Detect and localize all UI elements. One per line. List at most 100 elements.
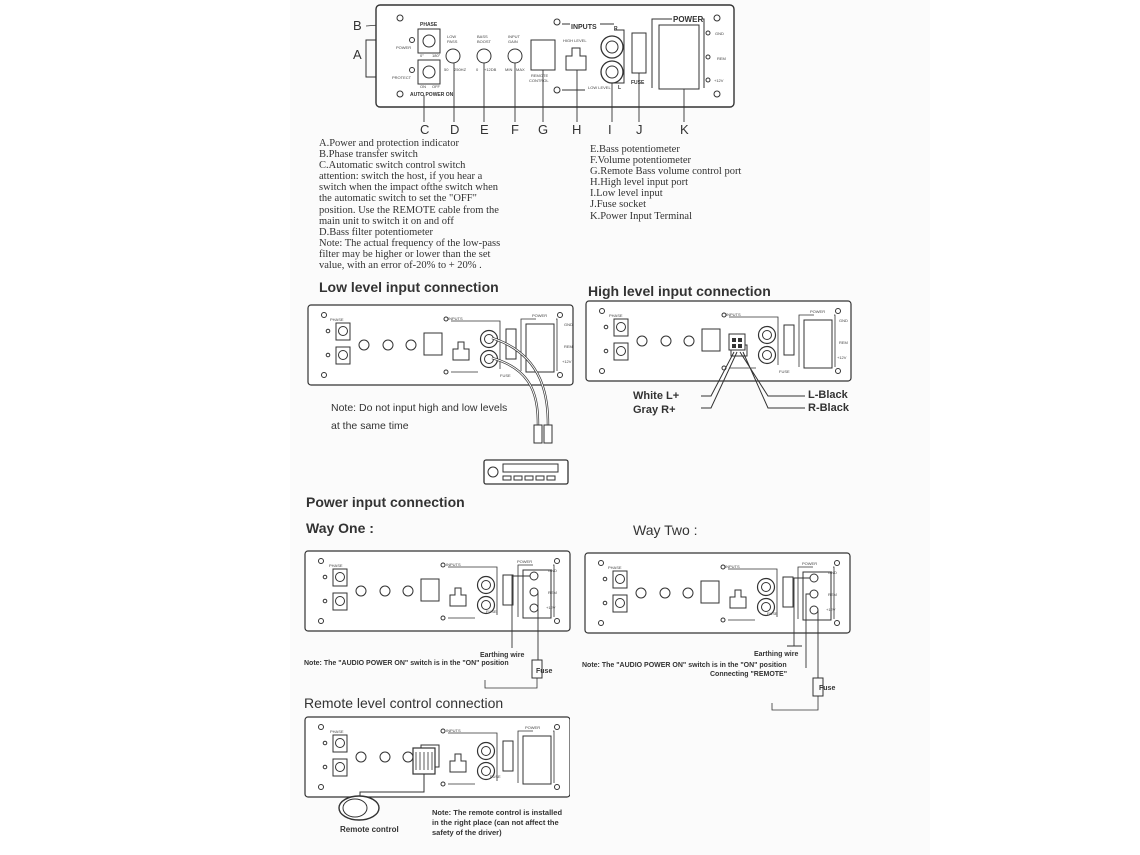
svg-text:INPUTS: INPUTS [726, 312, 741, 317]
callout-k: K [680, 122, 689, 137]
protect-led [409, 67, 415, 73]
phase-label: PHASE [420, 22, 438, 28]
way-one-label: Way One : [306, 520, 374, 536]
high-level-port [565, 47, 587, 71]
auto-power-on-label: AUTO POWER ON [410, 92, 454, 98]
svg-text:+12DB: +12DB [484, 67, 497, 72]
way-two-diagram: PHASE INPUTS POWER GND REM +12V FUSE [584, 552, 851, 711]
svg-text:PHASE: PHASE [608, 565, 622, 570]
remote-note-2: in the right place (can not affect the [432, 818, 559, 827]
white-l-label: White L+ [633, 390, 680, 402]
low-level-diagram: PHASE INPUTS POWER GND REM +12V FUSE [307, 304, 574, 485]
way-one-fuse [531, 659, 543, 679]
way-one-wires [511, 575, 539, 660]
svg-text:GND: GND [548, 568, 557, 573]
svg-text:FUSE: FUSE [486, 609, 497, 614]
high-level-diagram: PHASE INPUTS POWER GND REM +12V FUSE [585, 300, 852, 409]
svg-text:GAIN: GAIN [508, 39, 518, 44]
protect-label: PROTECT [392, 75, 412, 80]
panel-screw [713, 14, 721, 22]
svg-text:INPUTS: INPUTS [446, 562, 461, 567]
svg-text:OFF: OFF [432, 84, 441, 89]
svg-text:+12V: +12V [714, 78, 724, 83]
phase-switch-knob [422, 34, 436, 48]
svg-text:CONTROL: CONTROL [529, 78, 549, 83]
svg-text:BASS: BASS [477, 34, 488, 39]
svg-text:REM: REM [548, 590, 557, 595]
svg-text:250HZ: 250HZ [454, 67, 467, 72]
svg-text:REM: REM [717, 56, 726, 61]
power-terminal-label: POWER [673, 15, 703, 24]
svg-text:R: R [614, 26, 618, 32]
remote-cable [359, 774, 425, 798]
svg-text:POWER: POWER [810, 309, 825, 314]
callout-h: H [572, 122, 581, 137]
callout-leaders [423, 63, 685, 122]
low-pass-knob [445, 48, 461, 64]
low-level-note-2: at the same time [331, 420, 409, 432]
remote-control-diagram: PHASE INPUTS POWER FUSE [304, 716, 570, 821]
power-led [409, 37, 415, 43]
svg-text:+12V: +12V [546, 605, 556, 610]
svg-text:POWER: POWER [802, 561, 817, 566]
svg-text:PASS: PASS [447, 39, 458, 44]
phase-switch [417, 28, 441, 54]
svg-text:180°: 180° [432, 53, 441, 58]
svg-text:HIGH LEVEL: HIGH LEVEL [563, 38, 587, 43]
fuse-label-2: Fuse [819, 685, 836, 692]
svg-text:LOW LEVEL: LOW LEVEL [588, 85, 611, 90]
svg-text:FUSE: FUSE [490, 774, 501, 779]
fuse-label-1: Fuse [536, 668, 553, 675]
svg-text:+12V: +12V [826, 607, 836, 612]
description-right: E.Bass potentiometer F.Volume potentiome… [590, 144, 742, 222]
low-level-title: Low level input connection [319, 279, 499, 295]
svg-text:FUSE: FUSE [500, 373, 511, 378]
svg-text:MAX: MAX [516, 67, 525, 72]
l-black-label: L-Black [808, 389, 848, 401]
r-black-label: R-Black [808, 402, 849, 414]
connecting-remote-label: Connecting "REMOTE" [710, 671, 788, 678]
callout-i: I [608, 122, 612, 137]
svg-text:REMOTE: REMOTE [531, 73, 548, 78]
svg-text:REM: REM [839, 340, 848, 345]
remote-note-1: Note: The remote control is installed [432, 808, 563, 817]
rca-r-jack [600, 35, 624, 59]
auto-power-switch [417, 59, 441, 85]
svg-text:+12V: +12V [562, 359, 572, 364]
svg-text:0°: 0° [420, 53, 424, 58]
svg-text:ON: ON [420, 84, 426, 89]
panel-screw [396, 14, 404, 22]
svg-text:LOW: LOW [447, 34, 456, 39]
svg-text:POWER: POWER [525, 725, 540, 730]
power-input-terminal [658, 24, 700, 90]
svg-text:POWER: POWER [517, 559, 532, 564]
callout-j: J [636, 122, 643, 137]
svg-text:GND: GND [839, 318, 848, 323]
description-left: A.Power and protection indicator B.Phase… [319, 138, 501, 272]
svg-text:L: L [618, 85, 621, 91]
svg-text:FUSE: FUSE [767, 611, 778, 616]
svg-text:GND: GND [564, 322, 573, 327]
callout-d: D [450, 122, 459, 137]
note-way-two: Note: The "AUDIO POWER ON" switch is in … [582, 662, 787, 669]
svg-text:MIN: MIN [505, 67, 512, 72]
svg-text:INPUTS: INPUTS [725, 564, 740, 569]
svg-text:PHASE: PHASE [329, 563, 343, 568]
power-label: POWER [396, 45, 411, 50]
svg-text:POWER: POWER [532, 313, 547, 318]
way-two-wires [787, 577, 819, 678]
svg-text:INPUT: INPUT [508, 34, 521, 39]
power-input-title: Power input connection [306, 494, 465, 510]
inputs-label: INPUTS [571, 24, 597, 31]
svg-text:INPUTS: INPUTS [446, 728, 461, 733]
svg-text:PHASE: PHASE [330, 317, 344, 322]
svg-text:PHASE: PHASE [609, 313, 623, 318]
svg-text:FUSE: FUSE [779, 369, 790, 374]
remote-note-3: safety of the driver) [432, 828, 502, 837]
svg-text:PHASE: PHASE [330, 729, 344, 734]
callout-b: B [353, 18, 362, 33]
gray-r-label: Gray R+ [633, 404, 676, 416]
low-level-note-1: Note: Do not input high and low levels [331, 402, 508, 414]
remote-title: Remote level control connection [304, 695, 504, 711]
